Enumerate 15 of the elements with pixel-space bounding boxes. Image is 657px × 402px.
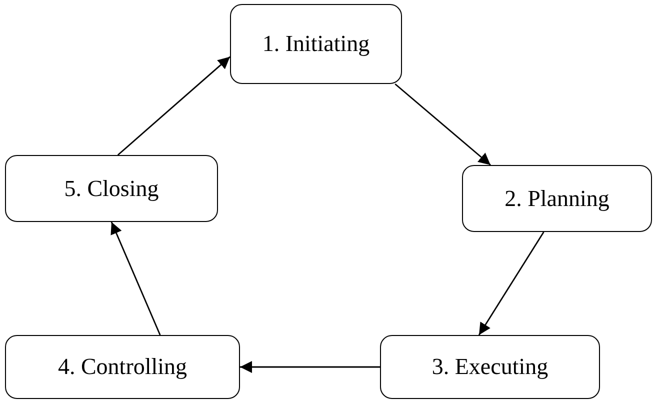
process-box [230, 4, 402, 84]
process-box [5, 155, 218, 222]
step-label: 2. Planning [504, 186, 610, 212]
step-label: 3. Executing [432, 354, 548, 380]
arrow [394, 83, 491, 166]
arrow [240, 361, 380, 373]
process-box [5, 335, 240, 399]
step-label: 5. Closing [64, 176, 159, 202]
arrow [110, 222, 161, 336]
arrow [117, 56, 230, 156]
arrow [478, 232, 544, 336]
step-label: 1. Initiating [262, 31, 370, 57]
process-box [462, 165, 652, 232]
step-label: 4. Controlling [58, 354, 188, 380]
process-box [380, 335, 600, 399]
